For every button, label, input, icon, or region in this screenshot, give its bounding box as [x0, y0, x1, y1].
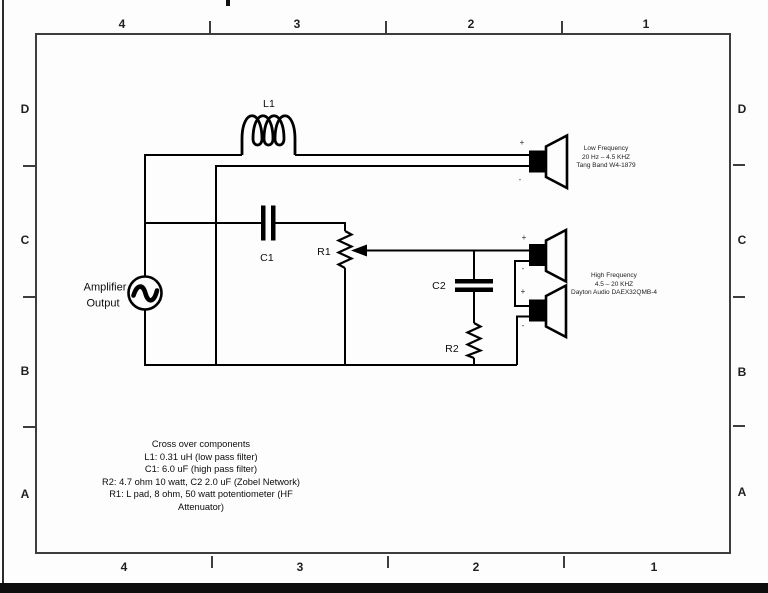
zone-col-bottom-3: 3 — [296, 560, 304, 574]
low-note-line1: Low Frequency — [583, 145, 629, 153]
border-tick-top-2 — [385, 21, 387, 33]
notes-line-r1-cont: Attenuator) — [178, 501, 224, 512]
crossover-notes-block: Cross over components L1: 0.31 uH (low p… — [102, 438, 300, 513]
zone-col-top-1: 1 — [642, 17, 650, 31]
border-tick-right-1 — [733, 164, 745, 166]
low-frequency-speaker-note: Low Frequency 20 Hz – 4.5 KHZ Tang Band … — [576, 145, 635, 171]
tweeter1-plus-marker: + — [521, 233, 527, 242]
notes-line-c1: C1: 6.0 uF (high pass filter) — [144, 464, 258, 474]
resistor-r2-zigzag — [464, 322, 484, 360]
label-c2: C2 — [432, 279, 446, 292]
tweeter2-minus-marker: - — [521, 321, 525, 330]
tweeter2-magnet — [529, 299, 547, 322]
tweeter1-magnet — [529, 244, 547, 266]
zone-row-right-a: A — [737, 485, 747, 499]
zone-row-left-c: C — [20, 233, 30, 247]
high-frequency-speaker-note: High Frequency 4.5 – 20 KHZ Dayton Audio… — [571, 272, 657, 298]
border-tick-right-3 — [733, 425, 745, 427]
notes-title: Cross over components — [151, 439, 251, 449]
low-note-line2: 20 Hz – 4.5 KHZ — [581, 153, 631, 161]
tweeter1-minus-marker: - — [521, 264, 525, 273]
speaker-high-frequency-2-icon — [529, 283, 568, 340]
high-note-line2: 4.5 – 20 KHZ — [594, 280, 634, 288]
wire-c1-to-r1 — [275, 222, 346, 231]
border-tick-bottom-1 — [211, 556, 213, 568]
notes-line-l1: L1: 0.31 uH (low pass filter) — [144, 451, 258, 462]
border-tick-bottom-2 — [387, 556, 389, 568]
border-tick-right-2 — [733, 296, 745, 298]
wire-tweeter-series-link — [514, 260, 529, 307]
sheet-footer-bar — [0, 583, 768, 593]
label-l1: L1 — [262, 97, 276, 110]
wire-woofer-return — [215, 165, 529, 365]
tweeter2-plus-marker: + — [520, 287, 526, 296]
tweeter1-cone — [544, 227, 568, 284]
amplifier-output-label-line1: Amplifier — [83, 281, 127, 294]
border-tick-top-1 — [209, 21, 211, 33]
zone-row-right-b: B — [737, 365, 747, 379]
zone-row-left-b: B — [20, 364, 30, 378]
border-tick-left-2 — [23, 296, 35, 298]
drawing-border — [35, 33, 731, 554]
zone-col-bottom-1: 1 — [650, 560, 658, 574]
capacitor-c2-plate-bottom — [455, 287, 493, 292]
inductor-l1-coil — [240, 114, 297, 155]
border-tick-bottom-3 — [563, 556, 565, 568]
zone-col-top-2: 2 — [467, 17, 475, 31]
ac-source-sine-icon — [131, 284, 160, 303]
speaker-low-frequency-icon — [529, 133, 569, 191]
tweeter2-cone — [544, 283, 568, 340]
zone-col-bottom-2: 2 — [472, 560, 480, 574]
woofer-magnet — [529, 150, 547, 173]
notes-line-r1: R1: L pad, 8 ohm, 50 watt potentiometer … — [109, 489, 293, 499]
wire-ground-rail — [144, 309, 517, 366]
border-tick-left-1 — [23, 165, 35, 167]
woofer-cone — [544, 133, 569, 191]
high-note-line3: Dayton Audio DAEX32QMB-4 — [571, 289, 657, 297]
notes-line-r2: R2: 4.7 ohm 10 watt, C2 2.0 uF (Zobel Ne… — [102, 476, 300, 487]
woofer-plus-marker: + — [519, 138, 525, 147]
zone-col-top-4: 4 — [118, 17, 126, 31]
amplifier-output-label-line2: Output — [86, 297, 120, 310]
low-note-line3: Tang Band W4-1879 — [576, 162, 636, 170]
zone-row-left-a: A — [20, 487, 30, 501]
potentiometer-wiper-arrowhead — [351, 244, 367, 257]
sheet-outer-edge-line — [2, 0, 4, 583]
woofer-minus-marker: - — [518, 175, 522, 184]
border-tick-top-3 — [561, 21, 563, 33]
border-tick-left-3 — [23, 426, 35, 428]
zone-col-top-3: 3 — [293, 17, 301, 31]
wire-tweeter-return — [516, 315, 529, 365]
label-r2: R2 — [445, 342, 459, 355]
zone-col-bottom-4: 4 — [120, 560, 128, 574]
resistor-r1-zigzag — [335, 230, 355, 269]
zone-row-right-c: C — [737, 233, 747, 247]
zone-row-right-d: D — [737, 102, 747, 116]
label-c1: C1 — [260, 251, 274, 264]
zone-row-left-d: D — [20, 102, 30, 116]
scan-artifact-mark — [226, 0, 230, 6]
capacitor-c2-plate-top — [455, 279, 493, 284]
high-note-line1: High Frequency — [591, 272, 637, 280]
speaker-high-frequency-1-icon — [529, 227, 568, 284]
capacitor-c1-plate-right — [271, 205, 276, 241]
label-r1: R1 — [317, 245, 331, 258]
wire-positive-rail — [144, 154, 242, 277]
capacitor-c1-plate-left — [261, 205, 266, 241]
